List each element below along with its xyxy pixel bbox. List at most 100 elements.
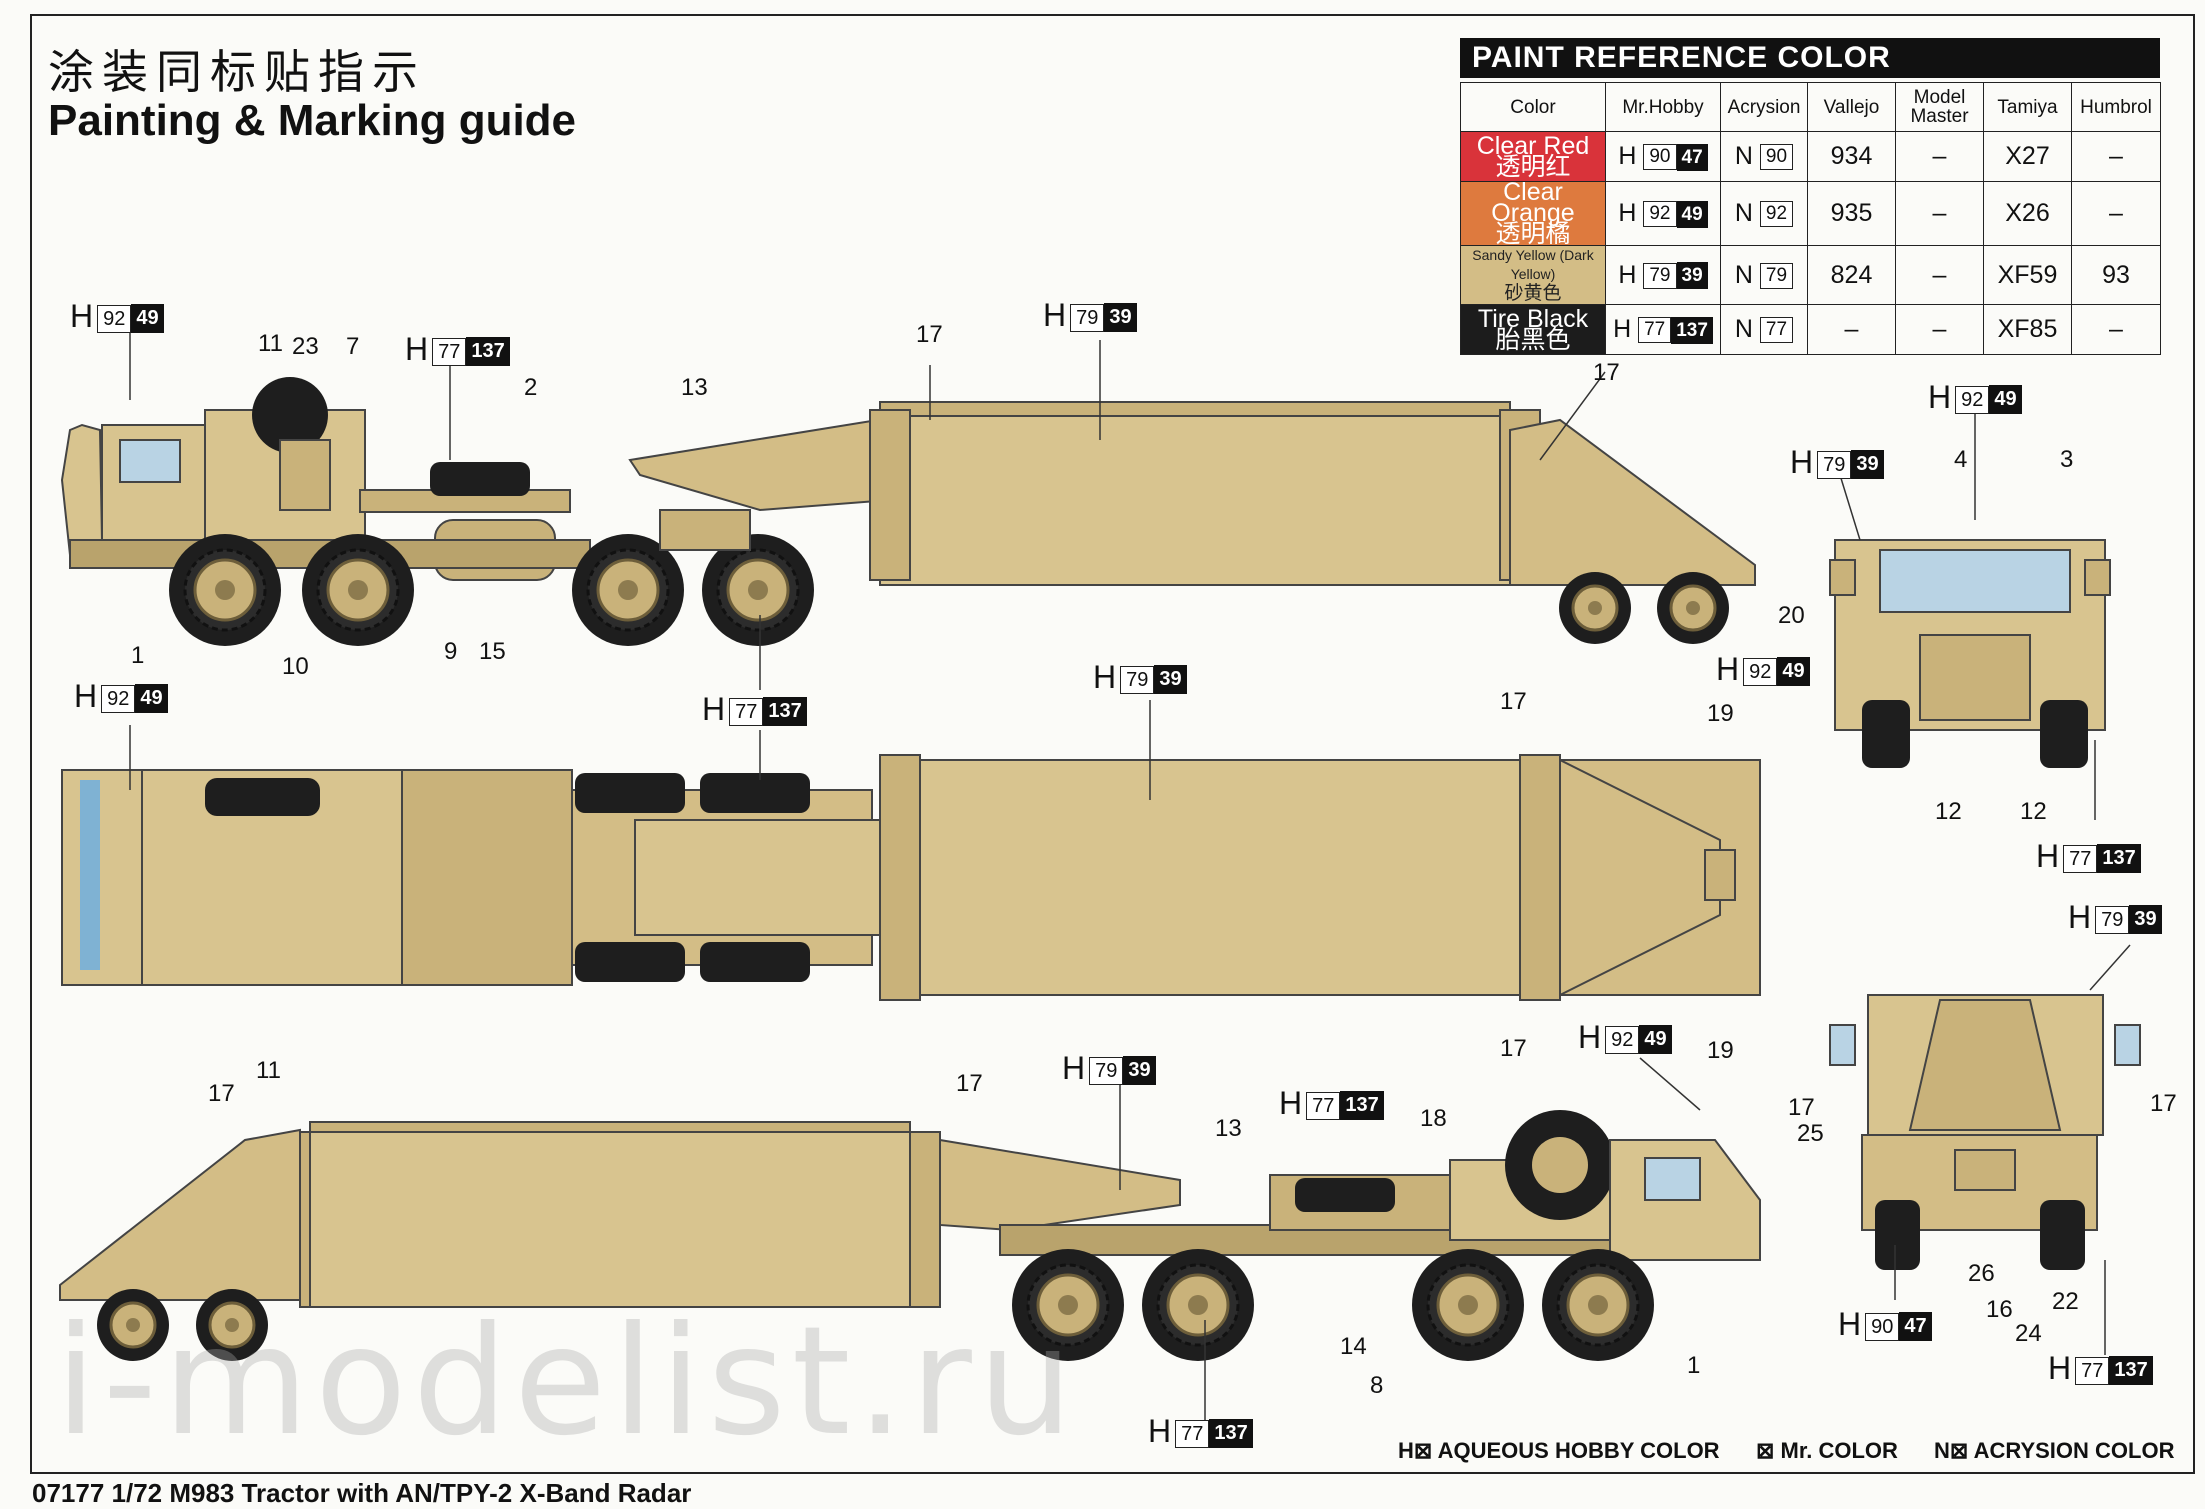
- watermark: i-modelist.ru: [55, 1295, 1079, 1469]
- part-number: 23: [292, 333, 319, 360]
- top-view: [61, 754, 1761, 1001]
- acrysion-code: N 92: [1720, 181, 1808, 246]
- part-number: 17: [916, 321, 943, 348]
- part-number: 17: [1500, 688, 1527, 715]
- tamiya-code: XF59: [1983, 245, 2072, 305]
- paint-table-heading: PAINT REFERENCE COLOR: [1460, 38, 2160, 78]
- part-number: 17: [1593, 359, 1620, 386]
- model-master-code: –: [1895, 245, 1984, 305]
- col-vallejo: Vallejo: [1807, 82, 1896, 132]
- part-number: 9: [444, 638, 458, 665]
- model-master-code: –: [1895, 304, 1984, 355]
- part-number: 26: [1968, 1260, 1995, 1287]
- part-number: 14: [1340, 1333, 1367, 1360]
- paint-reference-table: PAINT REFERENCE COLOR Color Mr.Hobby Acr…: [1460, 38, 2161, 355]
- part-number: 18: [1420, 1105, 1447, 1132]
- vallejo-code: 935: [1807, 181, 1896, 246]
- part-number: 2: [524, 374, 538, 401]
- legend-mr-color: ⊠ Mr. COLOR: [1756, 1438, 1898, 1463]
- page-frame: [30, 14, 2195, 1474]
- part-number: 1: [131, 642, 145, 669]
- swatch-sandy-yellow: Sandy Yellow (Dark Yellow)砂黄色: [1460, 245, 1606, 305]
- part-number: 13: [1215, 1115, 1242, 1142]
- tamiya-code: XF85: [1983, 304, 2072, 355]
- part-number: 3: [2060, 446, 2074, 473]
- part-number: 8: [1370, 1372, 1384, 1399]
- part-number: 19: [1707, 1037, 1734, 1064]
- part-number: 17: [1788, 1094, 1815, 1121]
- humbrol-code: –: [2071, 304, 2161, 355]
- part-number: 4: [1954, 446, 1968, 473]
- col-humbrol: Humbrol: [2071, 82, 2161, 132]
- vallejo-code: 934: [1807, 131, 1896, 182]
- title-chinese: 涂装同标贴指示: [48, 45, 426, 99]
- part-number: 22: [2052, 1288, 2079, 1315]
- part-number: 15: [479, 638, 506, 665]
- front-view: [1829, 539, 2111, 768]
- acrysion-code: N 77: [1720, 304, 1808, 355]
- part-number: 17: [208, 1080, 235, 1107]
- part-number: 12: [1935, 798, 1962, 825]
- model-master-code: –: [1895, 181, 1984, 246]
- part-number: 12: [2020, 798, 2047, 825]
- paint-table-grid: Color Mr.Hobby Acrysion Vallejo Model Ma…: [1460, 82, 2161, 355]
- rear-view: [1829, 994, 2141, 1270]
- part-number: 7: [346, 333, 360, 360]
- humbrol-code: –: [2071, 131, 2161, 182]
- part-number: 11: [256, 1057, 281, 1084]
- part-number: 25: [1797, 1120, 1824, 1147]
- part-number: 17: [1500, 1035, 1527, 1062]
- side-view-left: [60, 377, 1756, 648]
- vallejo-code: –: [1807, 304, 1896, 355]
- title-english: Painting & Marking guide: [48, 96, 577, 145]
- model-master-code: –: [1895, 131, 1984, 182]
- legend-aqueous: H⊠ AQUEOUS HOBBY COLOR: [1398, 1438, 1720, 1463]
- footer-title: 07177 1/72 M983 Tractor with AN/TPY-2 X-…: [32, 1478, 692, 1508]
- part-number: 17: [956, 1070, 983, 1097]
- leader-lines: [129, 330, 2131, 1440]
- part-number: 24: [2015, 1320, 2042, 1347]
- tamiya-code: X27: [1983, 131, 2072, 182]
- col-mr-hobby: Mr.Hobby: [1605, 82, 1721, 132]
- vallejo-code: 824: [1807, 245, 1896, 305]
- part-number: 19: [1707, 700, 1734, 727]
- part-number: 20: [1778, 602, 1805, 629]
- part-number: 10: [282, 653, 309, 680]
- part-number: 17: [2150, 1090, 2177, 1117]
- part-number: 13: [681, 374, 708, 401]
- legend-acrysion: N⊠ ACRYSION COLOR: [1934, 1438, 2175, 1463]
- part-number: 16: [1986, 1296, 2013, 1323]
- side-view-right: [59, 1110, 1761, 1363]
- part-number: 11: [258, 330, 283, 357]
- tamiya-code: X26: [1983, 181, 2072, 246]
